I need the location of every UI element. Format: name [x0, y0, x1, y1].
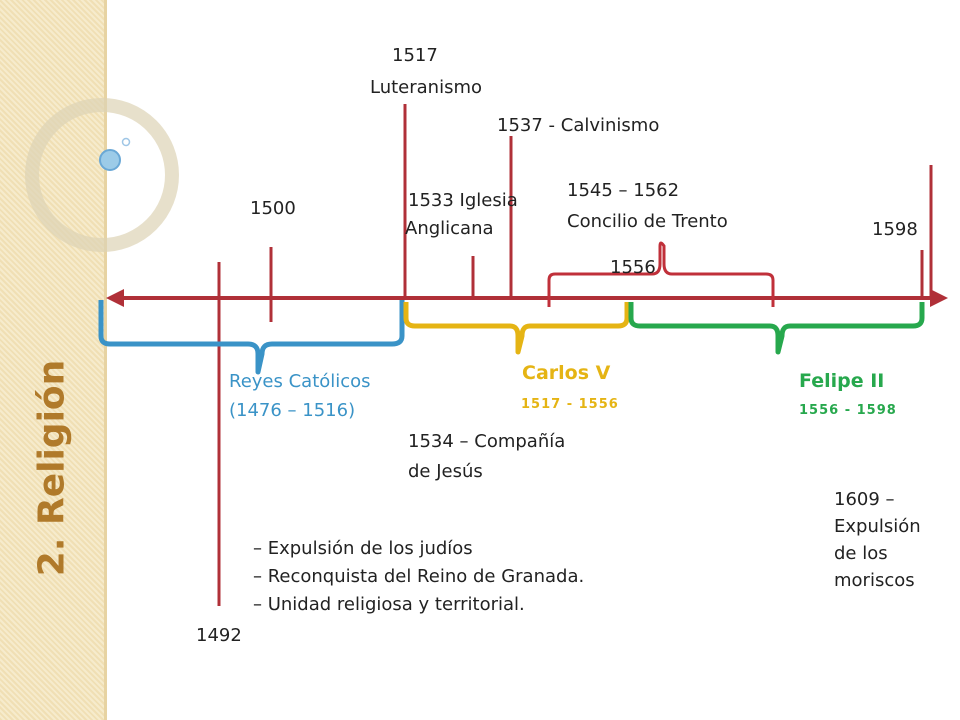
label-jesus-line1: 1534 – Compañía [408, 431, 566, 452]
felipe-brace [628, 302, 925, 355]
events-list: – Expulsión de los judíos – Reconquista … [253, 535, 584, 619]
label-reyes-name: Reyes Católicos [229, 371, 371, 392]
sidebar-divider [104, 0, 107, 720]
label-1598: 1598 [872, 219, 918, 240]
moriscos-line: moriscos [834, 570, 915, 591]
label-trento-years: 1545 – 1562 [567, 180, 680, 201]
label-1517: 1517 [392, 45, 438, 66]
moriscos-line: de los [834, 543, 888, 564]
decor-dot-icon [99, 149, 121, 171]
label-1556: 1556 [610, 257, 656, 278]
label-trento-name: Concilio de Trento [567, 211, 728, 232]
trento-bracket [547, 241, 775, 307]
arrow-left-icon [106, 289, 124, 307]
decor-ring-icon [25, 98, 179, 252]
event-item: – Reconquista del Reino de Granada. [253, 566, 585, 587]
moriscos-line: 1609 – [834, 489, 895, 510]
label-1492: 1492 [196, 625, 242, 646]
label-anglicana-line2: Anglicana [405, 218, 494, 239]
event-item: – Unidad religiosa y territorial. [253, 594, 525, 615]
slide-title: 2. Religión [31, 359, 73, 577]
label-luteranismo: Luteranismo [370, 77, 483, 98]
label-reyes-years: (1476 – 1516) [229, 400, 356, 421]
moriscos-line: Expulsión [834, 516, 921, 537]
label-calvinismo: 1537 - Calvinismo [497, 115, 660, 136]
label-jesus-line2: de Jesús [408, 461, 483, 482]
arrow-right-icon [930, 289, 948, 307]
label-felipe-name: Felipe II [799, 370, 885, 392]
reyes-brace [98, 300, 405, 375]
decor-small-dot-icon [121, 137, 131, 147]
label-felipe-years: 1556 - 1598 [799, 403, 897, 418]
label-1500: 1500 [250, 198, 296, 219]
label-anglicana-line1: 1533 Iglesia [408, 190, 518, 211]
carlos-brace [403, 302, 630, 355]
label-carlos-years: 1517 - 1556 [521, 397, 619, 412]
label-moriscos: 1609 – Expulsión de los moriscos [834, 486, 921, 594]
label-carlos-name: Carlos V [522, 362, 611, 384]
event-item: – Expulsión de los judíos [253, 538, 473, 559]
